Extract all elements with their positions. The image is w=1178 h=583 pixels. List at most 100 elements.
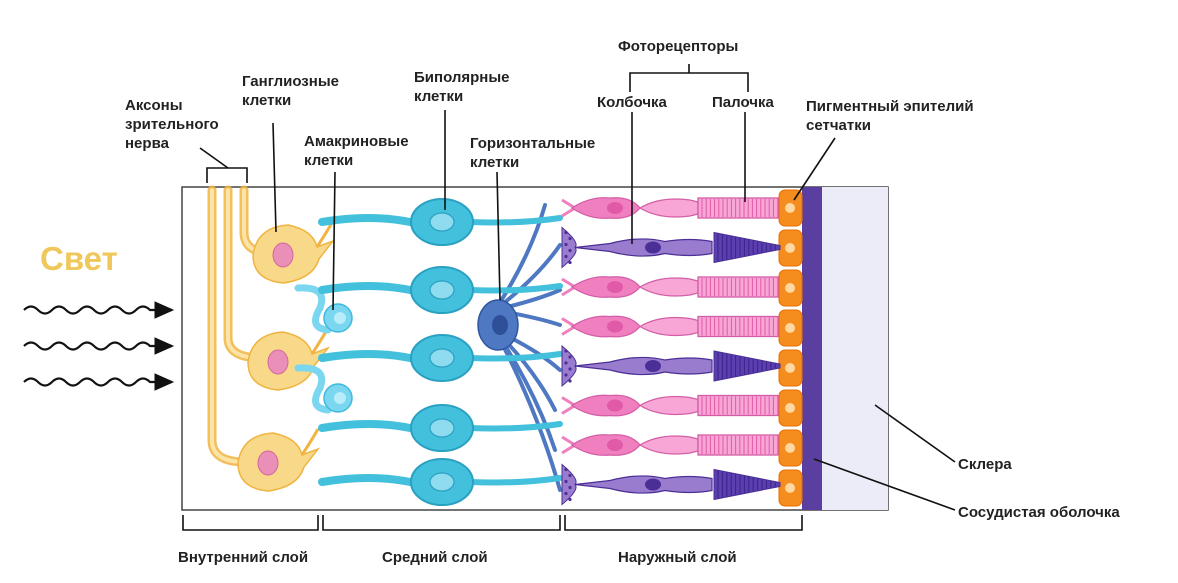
- horizontal-pointer: [496, 171, 501, 301]
- cone-synaptic-dot: [568, 260, 572, 265]
- cone-synaptic-dot: [568, 379, 572, 383]
- horizontal-nucleus: [492, 315, 508, 335]
- bipolar-dendrite: [467, 351, 563, 362]
- pigment-cell-nucleus: [785, 243, 795, 253]
- pigment-cell-nucleus: [785, 283, 795, 293]
- bipolar-axon: [318, 420, 414, 432]
- bipolar-axon: [318, 474, 414, 486]
- cone-nucleus: [645, 478, 661, 491]
- cone-synaptic-dot: [568, 236, 572, 241]
- light-wave: [23, 373, 175, 391]
- bipolar-dendrite: [467, 475, 563, 486]
- cone-synaptic-dot: [568, 473, 572, 478]
- ganglion-cells: [237, 220, 336, 492]
- rod-outer-segment: [697, 315, 779, 338]
- cone-label: Колбочка: [597, 94, 667, 111]
- cone-synaptic-dot: [568, 248, 572, 253]
- rod-nucleus: [607, 439, 623, 451]
- amacrine-cells: [294, 284, 353, 414]
- rod-outer-segment: [697, 276, 779, 298]
- bipolar-dendrite: [467, 421, 563, 432]
- cone-outer-segment: [713, 231, 781, 264]
- cone-nucleus: [645, 360, 661, 372]
- photoreceptors-label: Фоторецепторы: [618, 38, 739, 55]
- sclera-pointer: [874, 404, 956, 463]
- cone-synaptic-dot: [564, 361, 568, 365]
- rpe-pointer: [793, 137, 836, 201]
- bipolar-nucleus: [429, 280, 455, 300]
- bipolar-axon: [318, 214, 414, 226]
- cone-cell-body: [574, 356, 713, 376]
- bipolar-axon: [318, 282, 414, 294]
- ganglion-nucleus: [257, 450, 279, 476]
- middle-bracket: [322, 515, 561, 531]
- outer-bracket: [564, 515, 803, 531]
- bipolar-nucleus: [429, 472, 455, 492]
- light-waves: [23, 301, 175, 391]
- rod-outer-segment: [697, 394, 779, 417]
- annotation-lines: [182, 64, 956, 531]
- cone-outer-segment: [713, 350, 781, 382]
- rod-nucleus: [607, 320, 623, 333]
- outer-layer-label: Наружный слой: [618, 549, 737, 566]
- horizontal-dendrite: [493, 203, 547, 312]
- ganglion-dendrite: [300, 428, 320, 456]
- cone-synaptic-dot: [564, 373, 568, 377]
- cone-synaptic-dot: [568, 355, 572, 359]
- cone-synaptic-dot: [564, 230, 568, 235]
- choroid-pointer: [813, 458, 956, 511]
- middle-layer-label: Средний слой: [382, 549, 488, 566]
- amacrine-process: [294, 284, 332, 334]
- cone-synaptic-dot: [568, 497, 572, 502]
- cone-synaptic-dot: [564, 467, 568, 472]
- ganglion-nucleus: [267, 349, 289, 375]
- cone-outer-segment: [713, 468, 781, 501]
- bipolar-nucleus: [429, 418, 455, 438]
- ganglion-pointer: [272, 122, 277, 233]
- cone-cell-body: [574, 238, 713, 257]
- axons-pointer: [199, 147, 229, 169]
- rod-nucleus: [607, 281, 623, 293]
- rod-outer-segment: [697, 197, 779, 219]
- choroid-label: Сосудистая оболочка: [958, 504, 1120, 521]
- amacrine-process: [294, 364, 332, 414]
- bipolar-dendrite: [467, 283, 563, 294]
- sclera-label: Склера: [958, 456, 1012, 473]
- rod-label: Палочка: [712, 94, 774, 111]
- amacrine-pointer: [332, 171, 336, 311]
- pigment-cell-nucleus: [785, 443, 795, 453]
- sclera: [822, 187, 888, 510]
- cone-synaptic-dot: [564, 349, 568, 353]
- bipolar-nucleus: [429, 348, 455, 368]
- cone-synaptic-dot: [564, 479, 568, 484]
- pigment-cell-nucleus: [785, 203, 795, 213]
- cone-synaptic-dot: [564, 242, 568, 247]
- rod-nucleus: [607, 399, 623, 412]
- inner-layer-label: Внутренний слой: [178, 549, 309, 566]
- photoreceptors-bracket: [629, 64, 749, 92]
- inner-bracket: [182, 515, 319, 531]
- pigment-cell-nucleus: [785, 323, 795, 333]
- light-label: Свет: [40, 240, 118, 277]
- horizontal-cell: [477, 203, 562, 492]
- cone-synaptic-dot: [568, 367, 572, 371]
- rod-outer-segment: [697, 434, 779, 456]
- amacrine-nucleus: [334, 312, 346, 324]
- amacrine-nucleus: [334, 392, 346, 404]
- bipolar-axon: [318, 350, 414, 362]
- rod-nucleus: [607, 202, 623, 214]
- cone-synaptic-dot: [568, 485, 572, 490]
- cone-synaptic-dot: [564, 491, 568, 496]
- pigment-cell-nucleus: [785, 403, 795, 413]
- ganglion-nucleus: [272, 242, 294, 268]
- pigment-cell-nucleus: [785, 363, 795, 373]
- light-wave: [23, 337, 175, 355]
- cone-synaptic-dot: [564, 254, 568, 259]
